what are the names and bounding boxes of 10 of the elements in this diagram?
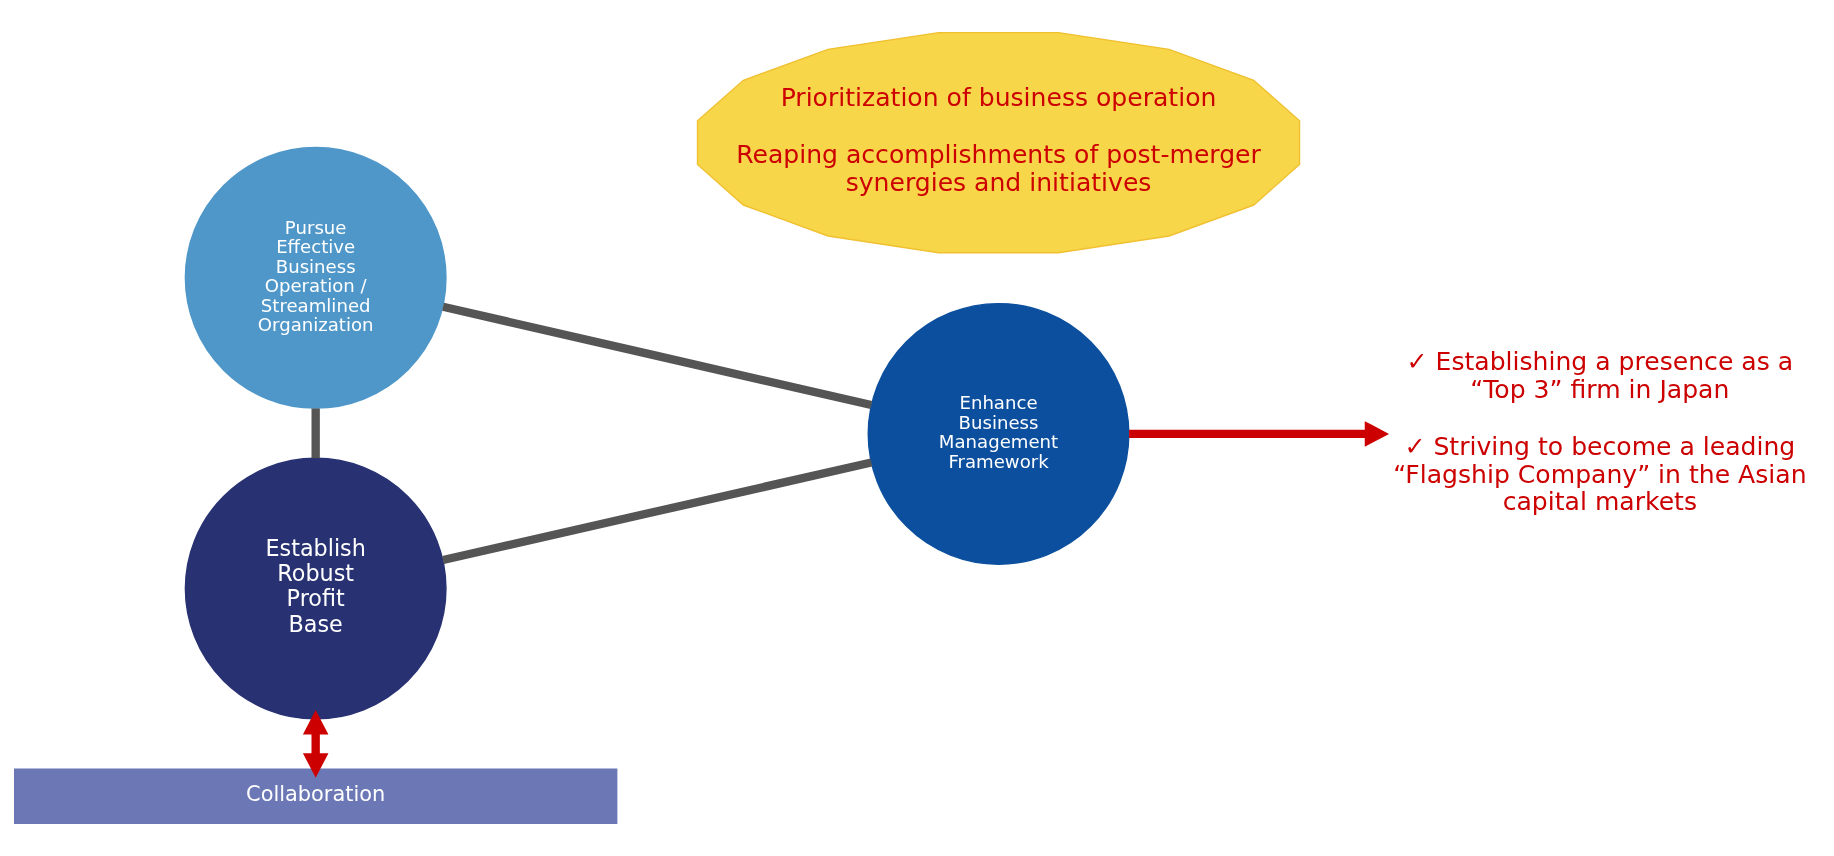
node-text: ✓ Establishing a presence as a “Top 3” firm in Japan ✓ Striving to become a leading “Flagship Company” in the Asian capital markets: [1393, 346, 1807, 517]
connector: [442, 302, 873, 410]
arrow: [1129, 421, 1390, 447]
connector: [442, 458, 873, 565]
node-circle: Enhance Business Management Framework: [867, 302, 1130, 565]
arrow: [302, 710, 329, 778]
connector: [311, 408, 320, 459]
node-circle: Establish Robust Profit Base: [184, 457, 447, 720]
node-circle: Pursue Effective Business Operation / Streamlined Organization: [184, 146, 447, 409]
node-box: Collaboration: [13, 768, 618, 825]
